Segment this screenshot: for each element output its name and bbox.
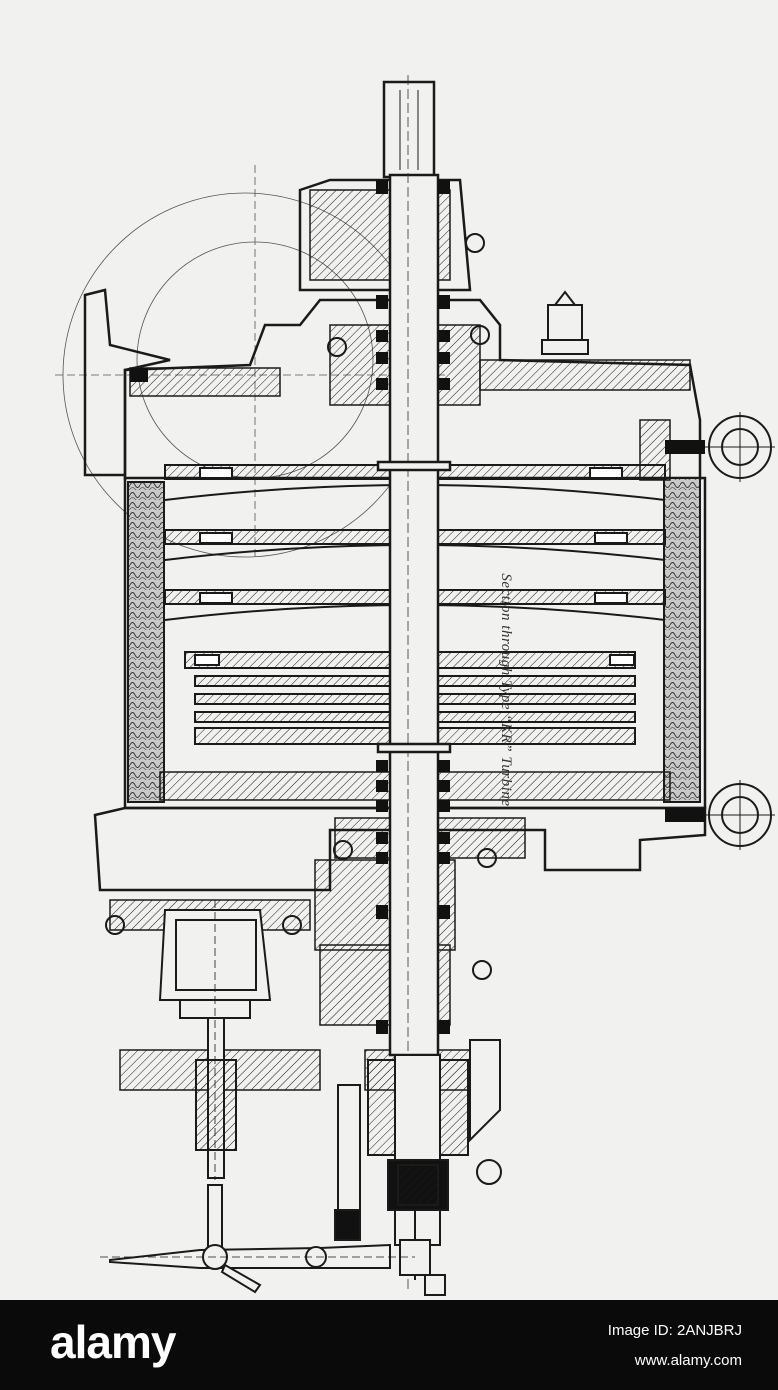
watermark-bar [0,1300,778,1390]
turbine-section-drawing [55,75,775,1296]
figure-caption: Section through Type “KR” Turbine [498,573,514,807]
insulation-lagging [127,477,701,803]
bearing-packing [130,180,705,1034]
relief-valve [541,290,589,355]
bolts [105,233,502,1185]
governor-assembly [334,1039,501,1296]
lifting-eyes [705,412,775,850]
turbine-shaft [376,75,452,1290]
drawing-plate: Section through Type “KR” Turbine [0,0,778,1300]
alamy-logo: alamy [50,1316,176,1368]
site-url: www.alamy.com [634,1352,742,1369]
operating-lever [100,1243,415,1294]
image-id-label: Image ID: 2ANJBRJ [607,1322,742,1339]
throttle-valve [158,900,272,1256]
